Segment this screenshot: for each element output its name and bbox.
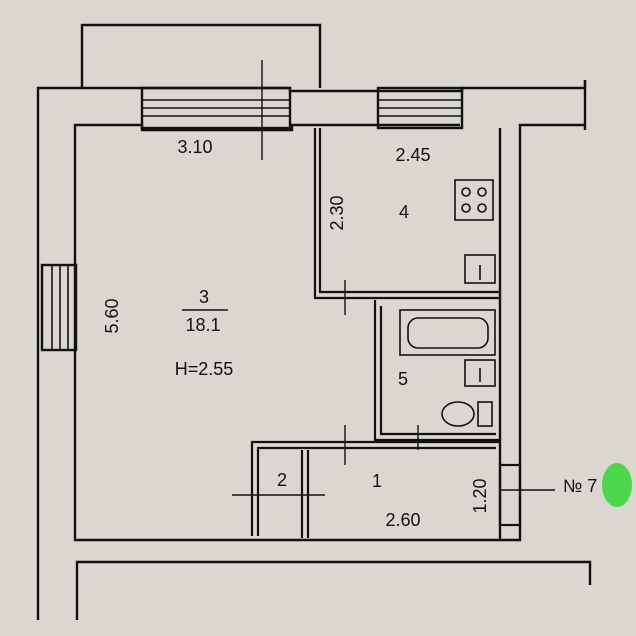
room1-length-label: 1.20 bbox=[470, 478, 490, 513]
room1-width-label: 2.60 bbox=[385, 510, 420, 530]
room1-number: 1 bbox=[372, 471, 382, 491]
room2-number: 2 bbox=[277, 470, 287, 490]
kitchen-wall-inner bbox=[318, 128, 500, 294]
bathroom-sink-icon bbox=[464, 359, 496, 387]
room3-length-label: 5.60 bbox=[102, 298, 122, 333]
room3-height: H=2.55 bbox=[175, 359, 234, 379]
green-marker bbox=[602, 463, 632, 507]
dimension-ticks bbox=[232, 60, 555, 496]
apartment-mark: № 7 bbox=[563, 476, 597, 496]
bathroom-wall bbox=[373, 300, 500, 442]
room4-width-label: 2.45 bbox=[395, 145, 430, 165]
balcony-outline bbox=[80, 23, 322, 88]
kitchen-sink-icon bbox=[464, 254, 496, 284]
room4-length-label: 2.30 bbox=[327, 195, 347, 230]
bottom-wall-line bbox=[75, 560, 592, 620]
window-glazing bbox=[51, 99, 462, 350]
stove-icon bbox=[454, 179, 494, 221]
room3-width-label: 3.10 bbox=[177, 137, 212, 157]
hall-top-wall-inner bbox=[256, 446, 496, 536]
toilet-icon bbox=[441, 401, 493, 427]
bathroom-wall-inner bbox=[379, 306, 496, 436]
walls bbox=[36, 23, 592, 620]
room4-number: 4 bbox=[399, 202, 409, 222]
bathtub-icon bbox=[399, 309, 496, 356]
outer-wall-inner-line bbox=[73, 123, 585, 542]
outer-wall-outer-line bbox=[36, 80, 587, 620]
room5-number: 5 bbox=[398, 369, 408, 389]
kitchen-wall bbox=[313, 128, 500, 300]
entrance-door bbox=[498, 463, 522, 527]
room3-area: 18.1 bbox=[185, 315, 220, 335]
window-west bbox=[40, 263, 78, 352]
room3-number: 3 bbox=[199, 287, 209, 307]
